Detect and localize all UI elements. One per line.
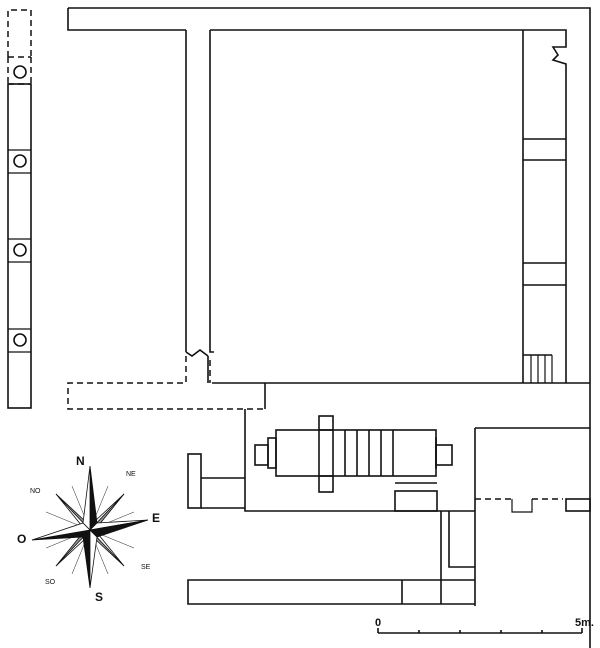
scale-bar: 0 5m.	[375, 617, 594, 634]
south-rooms	[187, 383, 591, 648]
compass-label-west: O	[17, 532, 26, 546]
reconstructed-wall	[67, 356, 266, 410]
compass-rose: N E S O NE NO SE SO	[17, 454, 160, 604]
column-base	[13, 65, 27, 79]
compass-label-south: S	[95, 590, 103, 604]
colonnade-strip	[7, 9, 32, 409]
scale-end-label: 5m.	[575, 617, 594, 629]
compass-label-northwest: NO	[30, 488, 41, 495]
scale-start-label: 0	[375, 617, 381, 629]
compass-label-north: N	[76, 454, 85, 468]
compass-label-northeast: NE	[126, 471, 136, 478]
compass-label-southeast: SE	[141, 564, 151, 571]
column-base	[13, 154, 27, 168]
compass-cardinal-points	[31, 465, 149, 589]
compass-label-east: E	[152, 511, 160, 525]
staircase-structure	[254, 415, 453, 493]
compass-label-southwest: SO	[45, 579, 56, 586]
column-base	[13, 243, 27, 257]
hall-walls	[67, 7, 591, 384]
column-base	[13, 333, 27, 347]
